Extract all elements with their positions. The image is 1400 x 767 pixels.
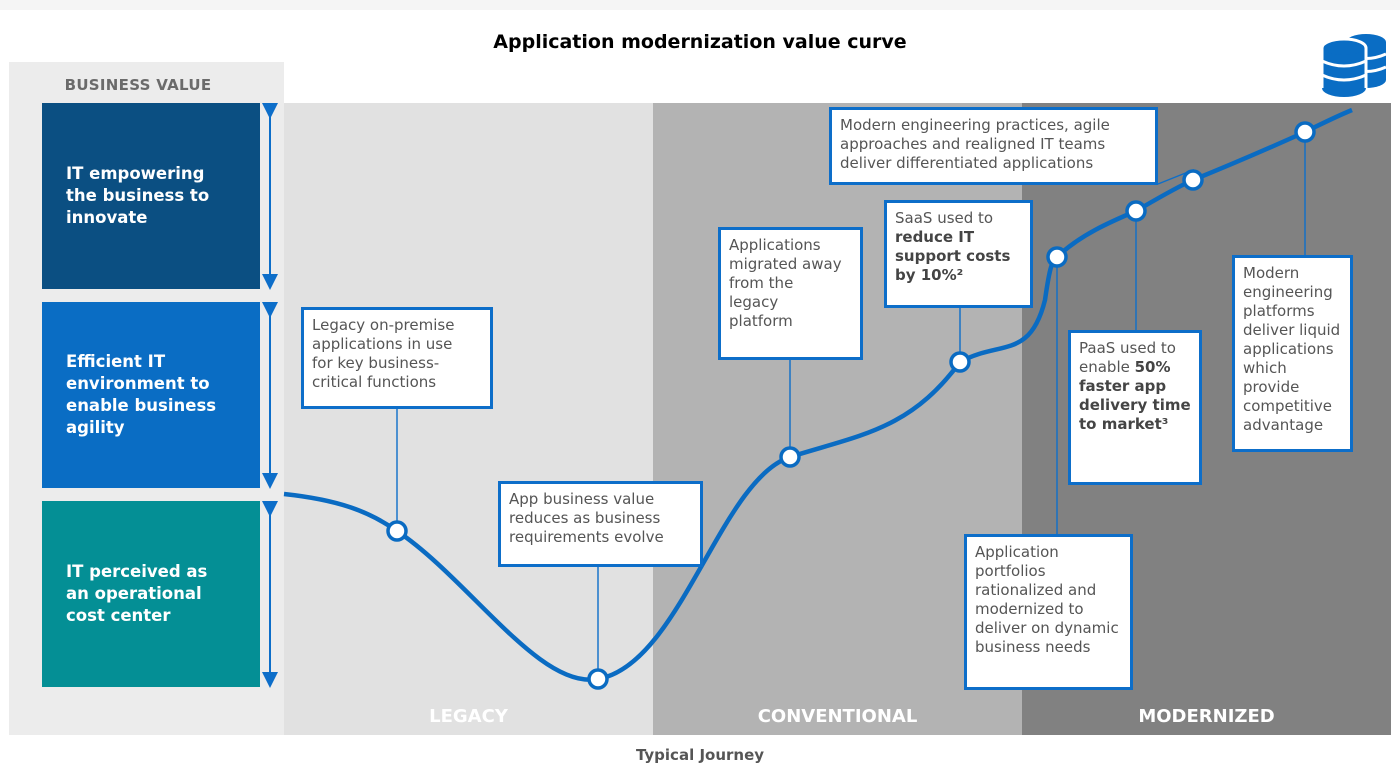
legacy-phase-band [284,103,653,735]
callout-line: applications [1243,340,1334,358]
callout-line: App business value [509,490,655,508]
level-efficient-line: agility [66,418,125,437]
callout-bold-line: by 10%² [895,266,964,284]
callout-migrated: Applications migrated away from the lega… [718,227,863,360]
callout-line: platform [729,312,793,330]
level-efficient-line: environment to [66,374,210,393]
phase-label-modernized: MODERNIZED [1138,706,1275,727]
level-cost-center: IT perceived as an operational cost cent… [42,501,260,687]
callout-bold-line: support costs [895,247,1011,265]
business-value-label: BUSINESS VALUE [64,76,212,94]
callout-paas: PaaS used to enable 50% faster app deliv… [1068,330,1202,485]
callout-value-reduces: App business value reduces as business r… [498,481,703,567]
callout-platforms: Modern engineering platforms deliver liq… [1232,255,1353,452]
callout-line: reduces as business [509,509,661,527]
callout-bold-line: reduce IT [895,228,975,246]
callout-line: business needs [975,638,1091,656]
callout-line: deliver liquid [1243,321,1341,339]
callout-line: SaaS used to [895,209,994,227]
top-strip [0,0,1400,10]
callout-inline: enable [1079,358,1135,376]
callout-bold-line: delivery time [1079,396,1191,414]
callout-line: modernized to [975,600,1084,618]
callout-saas: SaaS used to reduce IT support costs by … [884,200,1033,308]
callout-line: Applications [729,236,821,254]
callout-line: platforms [1243,302,1315,320]
phase-label-legacy: LEGACY [429,706,508,727]
callout-portfolios: Application portfolios rationalized and … [964,534,1133,690]
callout-line: deliver differentiated applications [840,154,1094,172]
callout-line: competitive [1243,397,1332,415]
callout-line: engineering [1243,283,1333,301]
phase-label-conventional: CONVENTIONAL [757,706,918,727]
curve-node [779,446,801,468]
page-title: Application modernization value curve [493,31,907,53]
callout-bold-line: faster app [1079,377,1167,395]
callout-line: Modern engineering practices, agile [840,116,1110,134]
level-innovate-line: the business to [66,186,210,205]
curve-node [1125,200,1147,222]
callout-line: PaaS used to [1079,339,1176,357]
callout-line: from the [729,274,794,292]
level-innovate-line: IT empowering [66,164,205,183]
level-cost-line: IT perceived as [66,562,208,581]
callout-line: Application [975,543,1059,561]
curve-node [386,520,408,542]
level-innovate-line: innovate [66,208,148,227]
callout-line: migrated away [729,255,842,273]
database-icon [1320,34,1387,97]
callout-line: advantage [1243,416,1324,434]
x-axis-label: Typical Journey [635,746,765,764]
level-efficient-line: enable business [66,396,217,415]
callout-line: critical functions [312,373,437,391]
callout-line: applications in use [312,335,453,353]
curve-node [949,351,971,373]
callout-bold-inline: 50% [1134,358,1171,376]
callout-line: for key business- [312,354,440,372]
callout-modern-practices: Modern engineering practices, agile appr… [829,107,1158,185]
curve-node [587,668,609,690]
callout-line: rationalized and [975,581,1097,599]
level-efficient: Efficient IT environment to enable busin… [42,302,260,488]
level-cost-line: cost center [66,606,171,625]
callout-line: legacy [729,293,779,311]
callout-line: requirements evolve [509,528,664,546]
level-innovate: IT empowering the business to innovate [42,103,260,289]
callout-line: Legacy on-premise [312,316,455,334]
callout-bold-line: to market³ [1079,415,1169,433]
level-cost-line: an operational [66,584,202,603]
callout-line: Modern [1243,264,1300,282]
callout-line: approaches and realigned IT teams [840,135,1106,153]
callout-line: portfolios [975,562,1046,580]
level-efficient-line: Efficient IT [66,352,166,371]
callout-line: deliver on dynamic [975,619,1119,637]
callout-line: which provide [1243,359,1300,396]
curve-node [1046,246,1068,268]
curve-node [1294,121,1316,143]
curve-node [1182,169,1204,191]
callout-legacy-apps: Legacy on-premise applications in use fo… [301,307,493,409]
